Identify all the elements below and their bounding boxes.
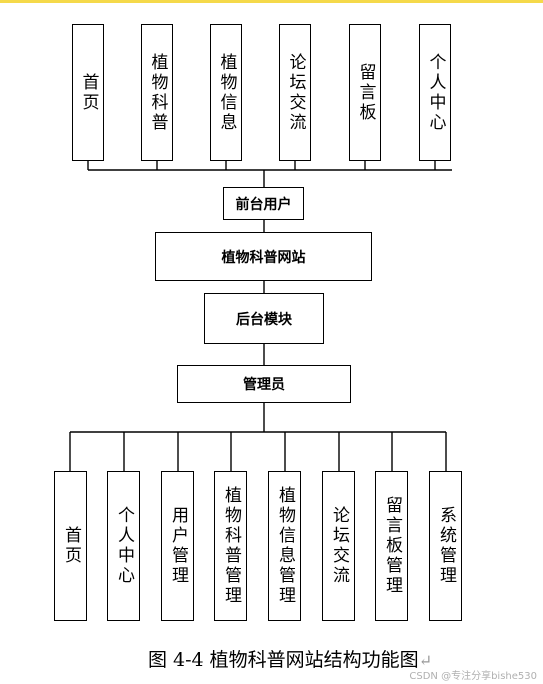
site-node: 植物科普网站 <box>155 232 372 281</box>
top-module-personal-center: 个人中心 <box>419 24 451 161</box>
front-user-node: 前台用户 <box>223 187 304 220</box>
top-module-message-board: 留言板 <box>349 24 381 161</box>
top-module-home: 首页 <box>72 24 104 161</box>
top-accent-bar <box>0 0 543 3</box>
caption-text: 图 4-4 植物科普网站结构功能图 <box>148 649 419 671</box>
top-module-label: 论坛交流 <box>285 52 306 133</box>
bottom-module-forum: 论坛交流 <box>322 471 355 621</box>
bottom-module-label: 植物信息管理 <box>275 486 295 606</box>
bottom-module-plant-info-management: 植物信息管理 <box>268 471 301 621</box>
top-module-plant-science: 植物科普 <box>141 24 173 161</box>
watermark: CSDN @专注分享bishe530 <box>409 671 537 682</box>
bottom-module-system-management: 系统管理 <box>429 471 462 621</box>
bottom-module-message-board-management: 留言板管理 <box>375 471 408 621</box>
bottom-module-label: 系统管理 <box>436 506 456 586</box>
admin-label: 管理员 <box>243 377 285 393</box>
backend-node: 后台模块 <box>204 293 324 344</box>
bottom-module-label: 个人中心 <box>114 506 134 586</box>
front-user-label: 前台用户 <box>235 196 292 213</box>
top-module-forum: 论坛交流 <box>279 24 311 161</box>
site-label: 植物科普网站 <box>221 249 306 266</box>
top-module-label: 个人中心 <box>425 52 446 133</box>
bottom-module-personal-center: 个人中心 <box>107 471 140 621</box>
figure-caption: 图 4-4 植物科普网站结构功能图↵ <box>148 645 432 672</box>
bottom-module-label: 留言板管理 <box>382 496 402 596</box>
top-module-plant-info: 植物信息 <box>210 24 242 161</box>
bottom-module-home: 首页 <box>54 471 87 621</box>
top-module-label: 植物信息 <box>216 52 237 133</box>
bottom-module-plant-science-management: 植物科普管理 <box>214 471 247 621</box>
return-mark: ↵ <box>418 651 433 670</box>
bottom-module-label: 首页 <box>61 526 81 566</box>
top-module-label: 植物科普 <box>147 52 168 133</box>
admin-node: 管理员 <box>177 365 351 403</box>
bottom-module-label: 论坛交流 <box>329 506 349 586</box>
bottom-module-label: 用户管理 <box>168 506 188 586</box>
backend-label: 后台模块 <box>236 311 292 328</box>
bottom-module-user-management: 用户管理 <box>161 471 194 621</box>
bottom-module-label: 植物科普管理 <box>221 486 241 606</box>
top-module-label: 留言板 <box>355 62 376 123</box>
top-module-label: 首页 <box>78 72 99 113</box>
